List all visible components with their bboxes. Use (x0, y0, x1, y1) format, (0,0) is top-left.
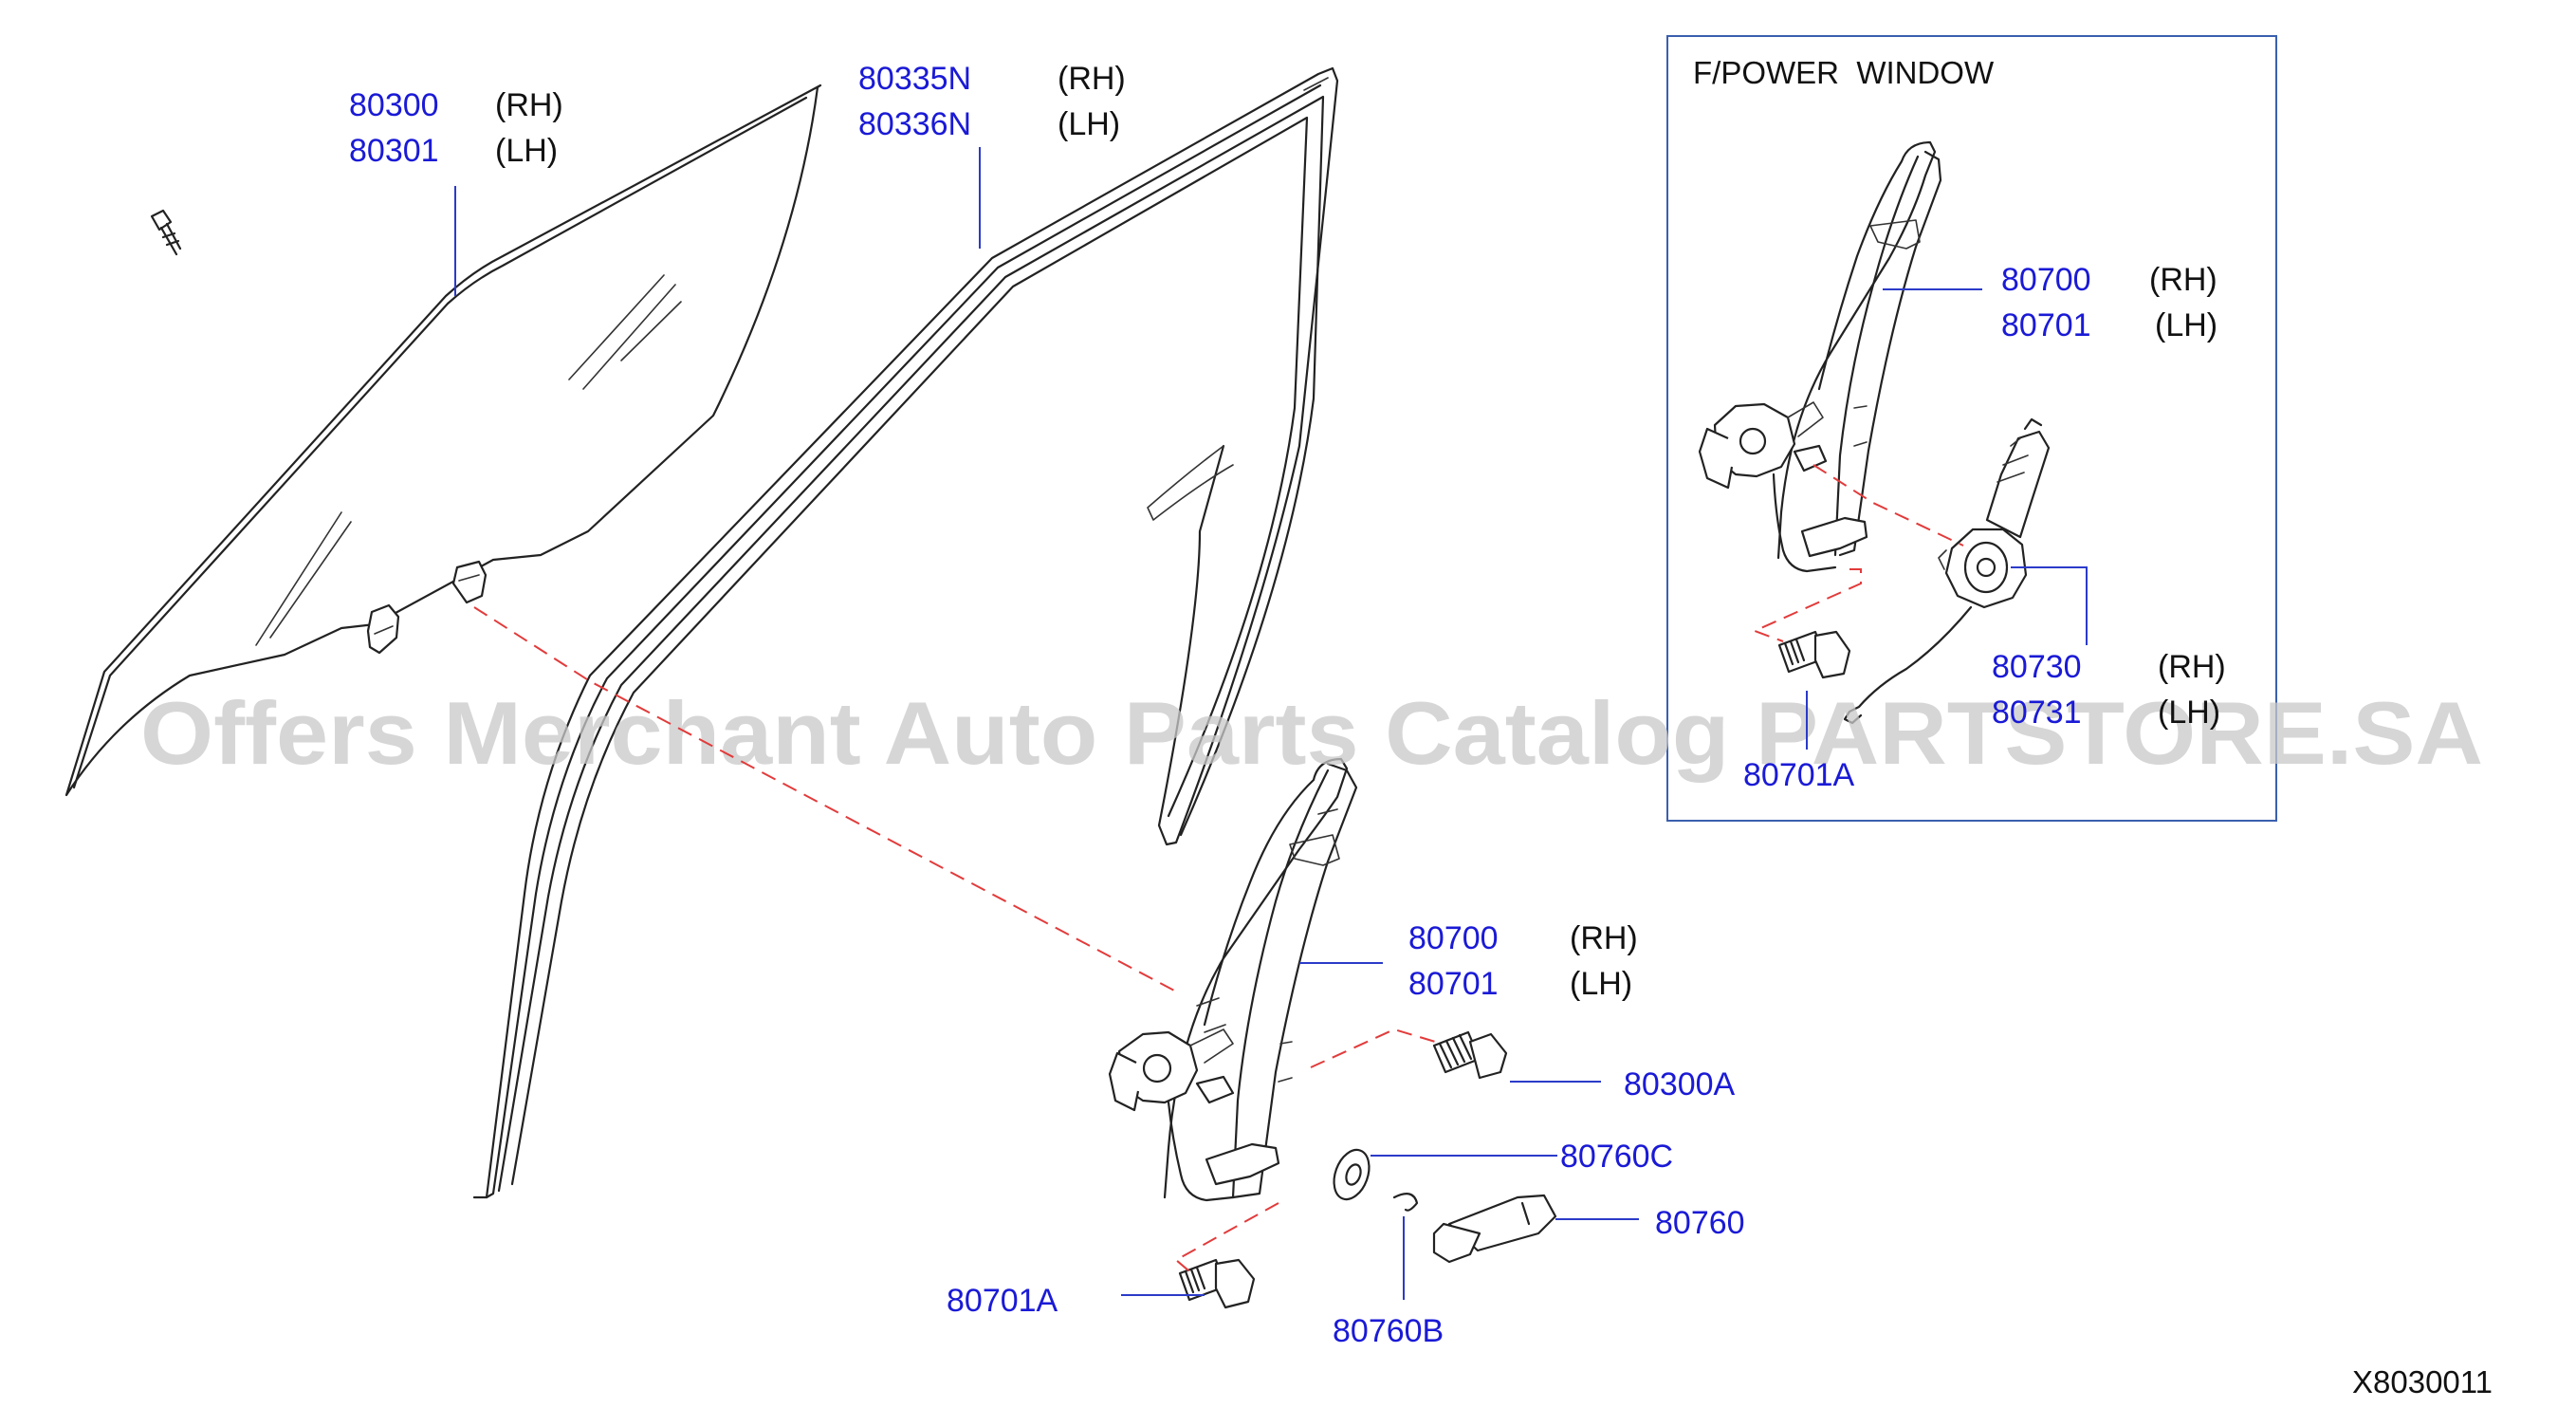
part-number-80701[interactable]: 80701 (1408, 966, 1499, 1002)
part-number-80301[interactable]: 80301 (349, 133, 439, 169)
part-number-80731[interactable]: 80731 (1992, 695, 2082, 731)
inset-bolt-icon (1777, 630, 1851, 679)
side-rh: (RH) (2158, 649, 2226, 685)
part-number-80300[interactable]: 80300 (349, 87, 439, 123)
label-80301[interactable]: 80301 (LH) (349, 133, 558, 169)
part-number-80701-inset[interactable]: 80701 (2001, 307, 2091, 343)
inset-title: F/POWER WINDOW (1693, 55, 1995, 90)
part-number-80760B[interactable]: 80760B (1333, 1313, 1444, 1349)
washer-icon (1333, 1148, 1371, 1201)
label-80335N[interactable]: 80335N (RH) (858, 61, 1126, 97)
door-glass[interactable] (64, 83, 822, 797)
side-lh: (LH) (2155, 307, 2217, 343)
label-80731[interactable]: 80731 (LH) (1992, 695, 2220, 731)
part-number-80335N[interactable]: 80335N (858, 61, 971, 97)
part-number-80701A-inset[interactable]: 80701A (1743, 757, 1855, 793)
glass-run-channel[interactable] (472, 66, 1339, 1199)
power-window-regulator[interactable] (1698, 140, 1942, 573)
label-80700[interactable]: 80700 (RH) (1408, 920, 1638, 956)
part-number-80760C[interactable]: 80760C (1560, 1139, 1673, 1175)
window-regulator[interactable] (1108, 757, 1358, 1202)
side-rh: (RH) (1058, 61, 1126, 97)
side-rh: (RH) (495, 87, 563, 123)
label-80730[interactable]: 80730 (RH) (1992, 649, 2226, 685)
side-rh: (RH) (1570, 920, 1638, 956)
part-number-80336N[interactable]: 80336N (858, 106, 971, 142)
part-number-80701A[interactable]: 80701A (947, 1283, 1058, 1319)
part-number-80700-inset[interactable]: 80700 (2001, 262, 2091, 298)
assembly-lines (473, 464, 1964, 1277)
label-inset-80701[interactable]: 80701 (LH) (2001, 307, 2217, 343)
power-window-inset (1666, 35, 2277, 822)
regulator-handle-icon (1432, 1194, 1557, 1264)
side-lh: (LH) (1570, 966, 1632, 1002)
label-inset-80700[interactable]: 80700 (RH) (2001, 262, 2217, 298)
diagram-reference: X8030011 (2352, 1364, 2493, 1399)
clip-icon (1392, 1193, 1419, 1212)
side-lh: (LH) (1058, 106, 1120, 142)
bolt-80701A-icon (1178, 1258, 1256, 1309)
screw-icon (150, 209, 182, 256)
side-rh: (RH) (2149, 262, 2217, 298)
side-lh: (LH) (495, 133, 558, 169)
label-80701[interactable]: 80701 (LH) (1408, 966, 1632, 1002)
part-number-80730[interactable]: 80730 (1992, 649, 2082, 685)
part-number-80760[interactable]: 80760 (1655, 1205, 1745, 1241)
part-number-80300A[interactable]: 80300A (1624, 1066, 1736, 1102)
part-number-80700[interactable]: 80700 (1408, 920, 1499, 956)
side-lh: (LH) (2158, 695, 2220, 731)
bolt-80300A-icon (1432, 1030, 1508, 1080)
label-80300[interactable]: 80300 (RH) (349, 87, 563, 123)
power-window-motor[interactable] (1843, 417, 2051, 725)
watermark-text: Offers Merchant Auto Parts Catalog PARTS… (140, 683, 2483, 783)
leader-lines (454, 147, 2088, 1300)
label-80336N[interactable]: 80336N (LH) (858, 106, 1120, 142)
